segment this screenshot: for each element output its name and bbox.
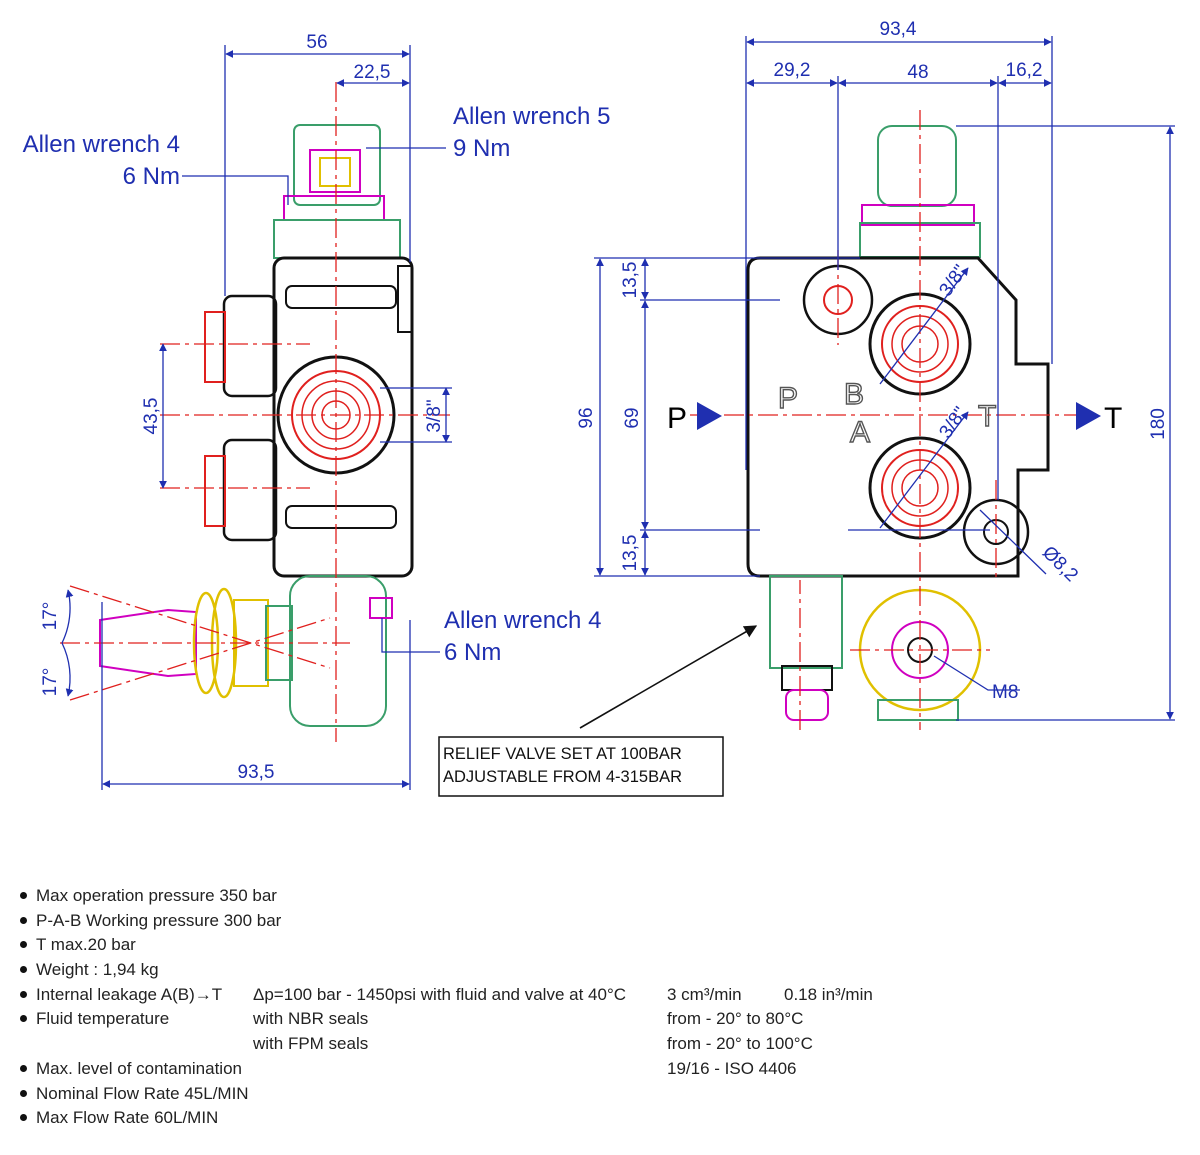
port-p-arrow bbox=[697, 402, 722, 430]
front-dim-w-mid: 48 bbox=[907, 62, 928, 83]
port-t-label: T bbox=[1104, 402, 1122, 435]
bullet-icon bbox=[20, 1015, 27, 1023]
callout-allen5-torque: 9 Nm bbox=[453, 135, 510, 162]
side-dim-angle-down: 17° bbox=[40, 668, 61, 697]
front-dim-body-height: 96 bbox=[576, 407, 597, 428]
front-view: 93,4 29,2 48 16,2 180 96 69 13,5 13,5 3/… bbox=[576, 19, 1175, 730]
side-dim-width-offset: 22,5 bbox=[354, 62, 391, 83]
port-t-arrow bbox=[1076, 402, 1101, 430]
front-dim-w-right: 16,2 bbox=[1006, 60, 1043, 81]
spec-row: Internal leakage A(B)→T Δp=100 bar - 145… bbox=[14, 983, 1184, 1008]
front-dim-port-b-size: 3/8" bbox=[935, 403, 971, 442]
side-dim-port-size: 3/8" bbox=[424, 399, 445, 432]
side-top-fitting bbox=[293, 124, 381, 206]
bullet-icon bbox=[20, 1114, 27, 1122]
spec-row: P-A-B Working pressure 300 bar bbox=[14, 909, 1184, 934]
callout-allen4-top-tool: Allen wrench 4 bbox=[23, 131, 180, 158]
bullet-icon bbox=[20, 941, 27, 949]
spec-row: Max. level of contamination 19/16 - ISO … bbox=[14, 1057, 1184, 1082]
front-dim-port-pitch: 69 bbox=[622, 407, 643, 428]
spec-row: Fluid temperature with NBR seals from - … bbox=[14, 1007, 1184, 1032]
front-valve-body bbox=[746, 256, 1050, 578]
callout-allen5-tool: Allen wrench 5 bbox=[453, 103, 610, 130]
bullet-icon bbox=[20, 990, 27, 998]
bullet-icon bbox=[20, 916, 27, 924]
front-dim-width-total: 93,4 bbox=[880, 19, 917, 40]
front-dim-height-total: 180 bbox=[1148, 408, 1169, 440]
side-dim-angle-up: 17° bbox=[40, 602, 61, 631]
callout-allen4-bottom-torque: 6 Nm bbox=[444, 639, 501, 666]
spec-row: Max Flow Rate 60L/MIN bbox=[14, 1106, 1184, 1131]
bullet-icon bbox=[20, 1064, 27, 1072]
side-dim-width-total: 56 bbox=[306, 32, 327, 53]
spec-list: Max operation pressure 350 bar P-A-B Wor… bbox=[14, 884, 1184, 1131]
front-dim-top-offset: 13,5 bbox=[620, 262, 641, 299]
spec-row: Max operation pressure 350 bar bbox=[14, 884, 1184, 909]
callout-allen4-top-torque: 6 Nm bbox=[123, 163, 180, 190]
cast-t: T bbox=[978, 400, 996, 433]
spec-row: with FPM seals from - 20° to 100°C bbox=[253, 1034, 813, 1054]
technical-drawing: 56 22,5 43,5 3/8" 17° 17° 93,5 Allen wre… bbox=[23, 19, 1175, 797]
cast-a: A bbox=[850, 416, 870, 449]
spec-row: T max.20 bar bbox=[14, 933, 1184, 958]
front-dim-port-a-size: 3/8" bbox=[935, 261, 971, 300]
front-dim-thread: M8 bbox=[992, 682, 1018, 703]
front-top-fitting bbox=[877, 125, 957, 207]
bullet-icon bbox=[20, 892, 27, 900]
port-p-label: P bbox=[667, 402, 687, 435]
cast-b: B bbox=[844, 378, 864, 411]
cast-p: P bbox=[778, 382, 798, 415]
front-dim-bottom-offset: 13,5 bbox=[620, 535, 641, 572]
front-dim-w-left: 29,2 bbox=[774, 60, 811, 81]
relief-note-line1: RELIEF VALVE SET AT 100BAR bbox=[443, 745, 682, 763]
callout-allen4-bottom-tool: Allen wrench 4 bbox=[444, 607, 601, 634]
side-dim-pitch: 43,5 bbox=[141, 398, 162, 435]
side-dim-length: 93,5 bbox=[238, 762, 275, 783]
front-dim-mount-hole: Ø8,2 bbox=[1038, 542, 1082, 586]
spec-row: Weight : 1,94 kg bbox=[14, 958, 1184, 983]
side-flange bbox=[273, 219, 401, 259]
bullet-icon bbox=[20, 1089, 27, 1097]
side-view: 56 22,5 43,5 3/8" 17° 17° 93,5 Allen wre… bbox=[23, 32, 610, 790]
relief-valve-note bbox=[438, 736, 724, 797]
spec-row: Nominal Flow Rate 45L/MIN bbox=[14, 1082, 1184, 1107]
bullet-icon bbox=[20, 966, 27, 974]
relief-note-line2: ADJUSTABLE FROM 4-315BAR bbox=[443, 768, 682, 786]
